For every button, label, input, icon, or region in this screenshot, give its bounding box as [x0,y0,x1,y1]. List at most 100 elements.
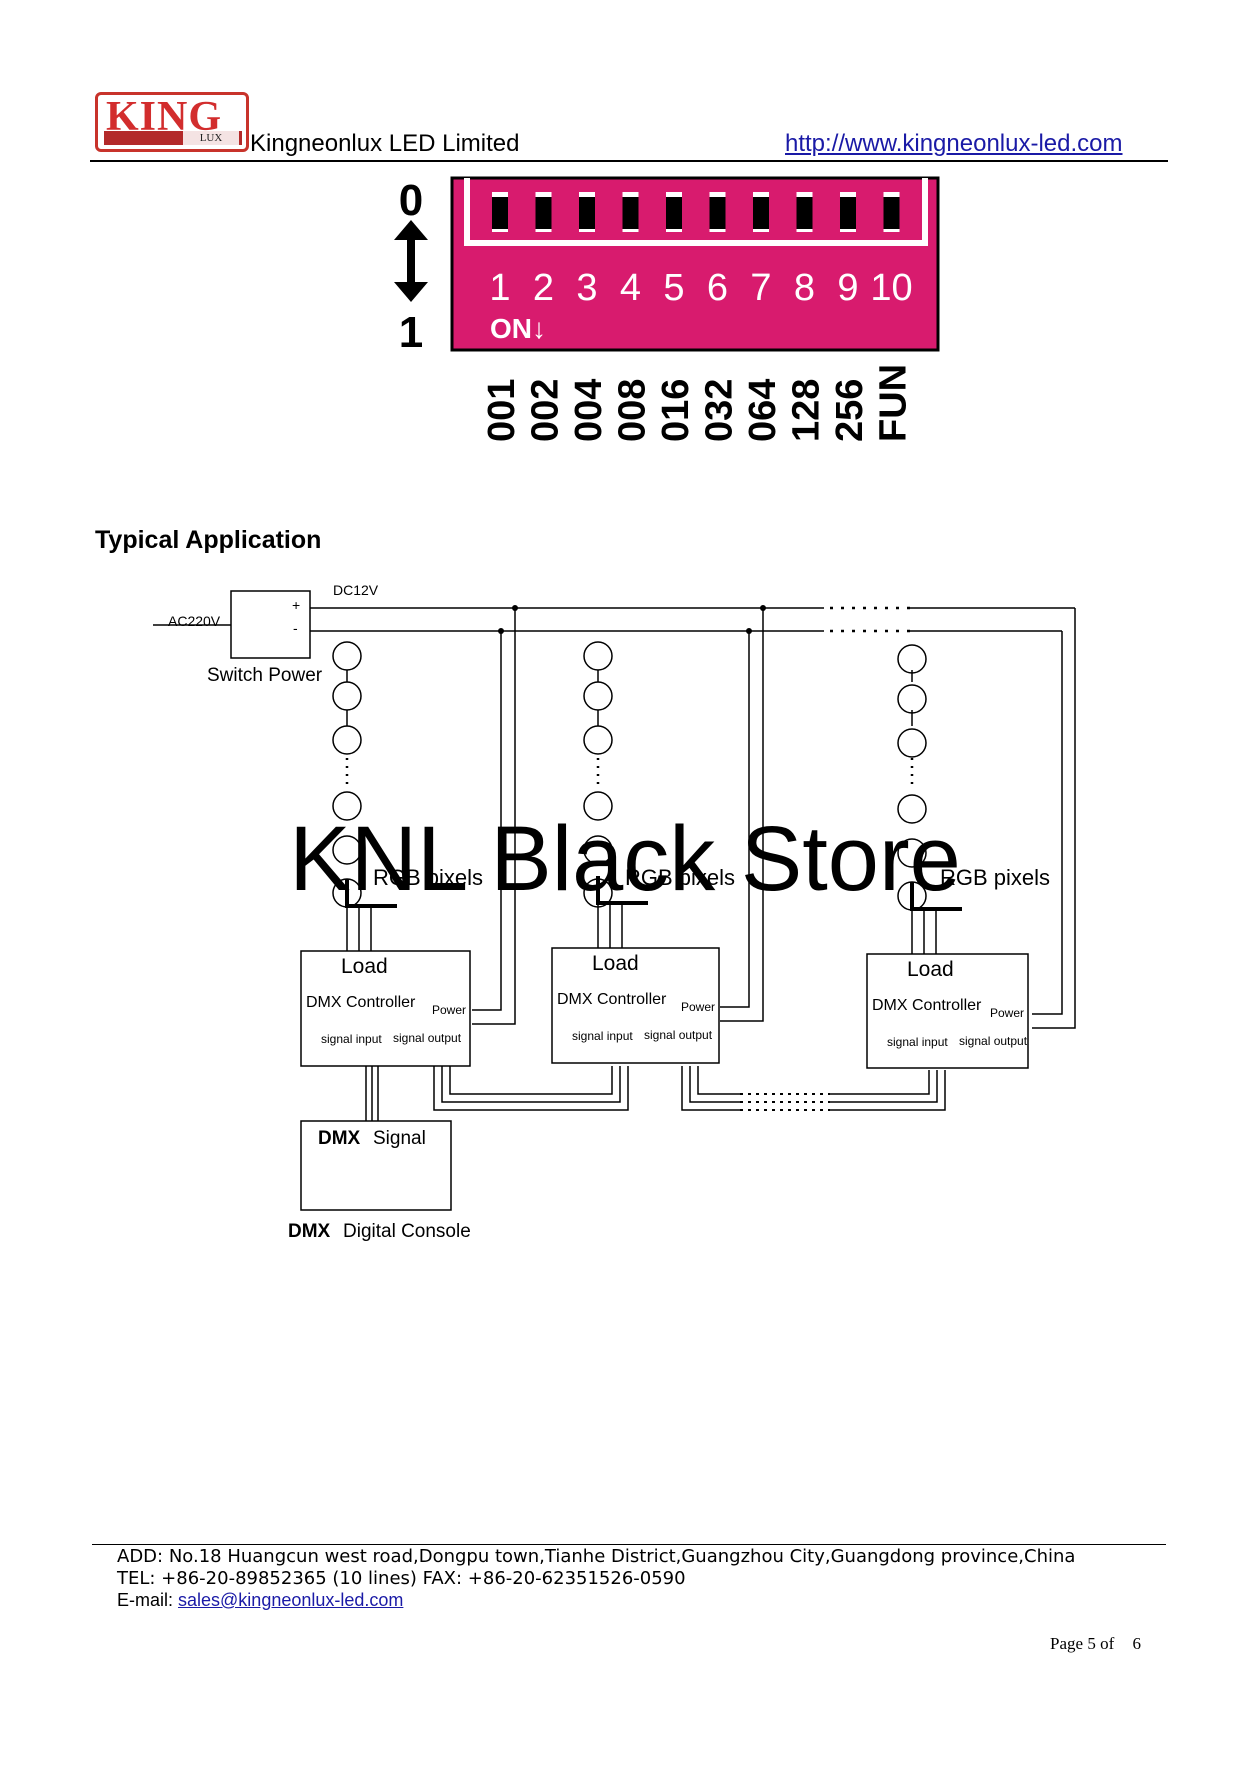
rgb-pixel [332,835,362,865]
rgb-pixel [583,835,613,865]
dip-value-10: FUN [873,364,915,442]
rgb-pixel [332,791,362,821]
logo-subtext: LUX [183,131,239,145]
dip-toggle-5 [666,197,682,229]
dip-toggle-9 [840,197,856,229]
minus-sign: - [293,620,298,636]
dmx-controller-box [300,950,471,1067]
load-label: Load [592,952,639,975]
rgb-pixel [897,684,927,714]
rgb-pixel [897,838,927,868]
dmx-console-box [300,1120,452,1211]
rgb-pixel-chains: RGB pixels RGB pixels RGB pixels [332,641,1050,954]
switch-power-label: Switch Power [207,665,323,686]
console-bold: DMX [288,1221,331,1242]
dip-switch-body [450,176,940,352]
rgb-pixel [332,681,362,711]
dip-value-9: 256 [829,379,871,442]
ac-label: AC220V [168,613,221,629]
footer-tel: TEL: +86-20-89852365 (10 lines) FAX: +86… [117,1568,686,1589]
application-diagram: AC220V + - DC12V Switch Power RGB pixels… [153,582,1076,1242]
dip-value-2: 002 [525,379,567,442]
dip-toggle-10 [883,197,900,229]
dip-value-7: 064 [742,379,784,442]
dip-number-9: 9 [837,267,858,309]
rgb-pixel [332,641,362,671]
plus-sign: + [292,597,300,613]
footer-address: ADD: No.18 Huangcun west road,Dongpu tow… [117,1546,1076,1567]
rgb-pixels-label: RGB pixels [625,865,735,890]
rgb-pixel [583,791,613,821]
dip-value-3: 004 [568,379,610,442]
footer-email-link[interactable]: sales@kingneonlux-led.com [178,1590,404,1610]
dip-value-5: 016 [655,379,697,442]
rgb-pixel [332,725,362,755]
footer-email-row: E-mail: sales@kingneonlux-led.com [117,1590,403,1611]
up-down-arrow-icon [394,220,428,302]
dip-toggle-4 [622,197,639,229]
footer-email-label: E-mail: [117,1590,179,1610]
footer-divider [92,1544,1166,1545]
dip-value-6: 032 [699,379,741,442]
dip-number-8: 8 [794,267,815,309]
dmx-signal-bold: DMX [318,1128,361,1149]
signal-input-label: signal input [887,1035,948,1049]
dmx-controller-label: DMX Controller [306,994,416,1011]
dip-number-7: 7 [750,267,771,309]
rgb-pixel [583,681,613,711]
dmx-controller-label: DMX Controller [872,997,982,1014]
dmx-controller-box [551,947,720,1064]
company-logo: KING LUX [95,92,249,152]
power-rails [310,606,1076,1029]
power-label: Power [432,1003,466,1017]
dc-label: DC12V [333,582,379,598]
dmx-controller-label: DMX Controller [557,991,667,1008]
dip-number-5: 5 [663,267,684,309]
dmx-controller-box [866,953,1029,1069]
dip-number-2: 2 [533,267,554,309]
rgb-pixel [583,725,613,755]
rgb-pixel [897,644,927,674]
rgb-pixels-label: RGB pixels [940,865,1050,890]
dip-switch-frame [464,178,928,246]
dip-toggle-7 [753,197,769,229]
dip-toggle-8 [796,197,813,229]
signal-chain-wires [365,1066,946,1121]
rgb-pixels-label: RGB pixels [373,865,483,890]
dip-number-1: 1 [489,267,510,309]
watermark: KNL Black Store [289,808,961,910]
signal-input-label: signal input [321,1032,382,1046]
dip-number-10: 10 [870,267,912,309]
dip-label-off: 0 [399,176,423,225]
company-name: Kingneonlux LED Limited [250,130,520,157]
dip-number-4: 4 [620,267,641,309]
dip-value-4: 008 [612,379,654,442]
junction-dots [498,605,766,634]
rgb-pixel [897,728,927,758]
dip-label-on: 1 [399,308,423,357]
dip-number-3: 3 [576,267,597,309]
dip-number-6: 6 [707,267,728,309]
company-website-link[interactable]: http://www.kingneonlux-led.com [785,130,1123,157]
dip-toggle-2 [535,197,552,229]
load-label: Load [341,955,388,978]
section-title: Typical Application [95,526,322,554]
power-label: Power [990,1006,1024,1020]
header-divider [90,160,1168,162]
rgb-pixel [897,794,927,824]
page-total: 6 [1132,1634,1142,1653]
dip-value-1: 001 [481,379,523,442]
signal-input-label: signal input [572,1029,633,1043]
load-label: Load [907,958,954,981]
power-label: Power [681,1000,715,1014]
dip-on-label: ON↓ [490,313,546,344]
dip-value-8: 128 [786,379,828,442]
page-label: Page 5 of [1050,1634,1115,1653]
dip-toggle-1 [492,197,508,229]
dip-toggles [492,192,900,232]
rgb-pixel [583,641,613,671]
signal-output-label: signal output [644,1028,713,1042]
